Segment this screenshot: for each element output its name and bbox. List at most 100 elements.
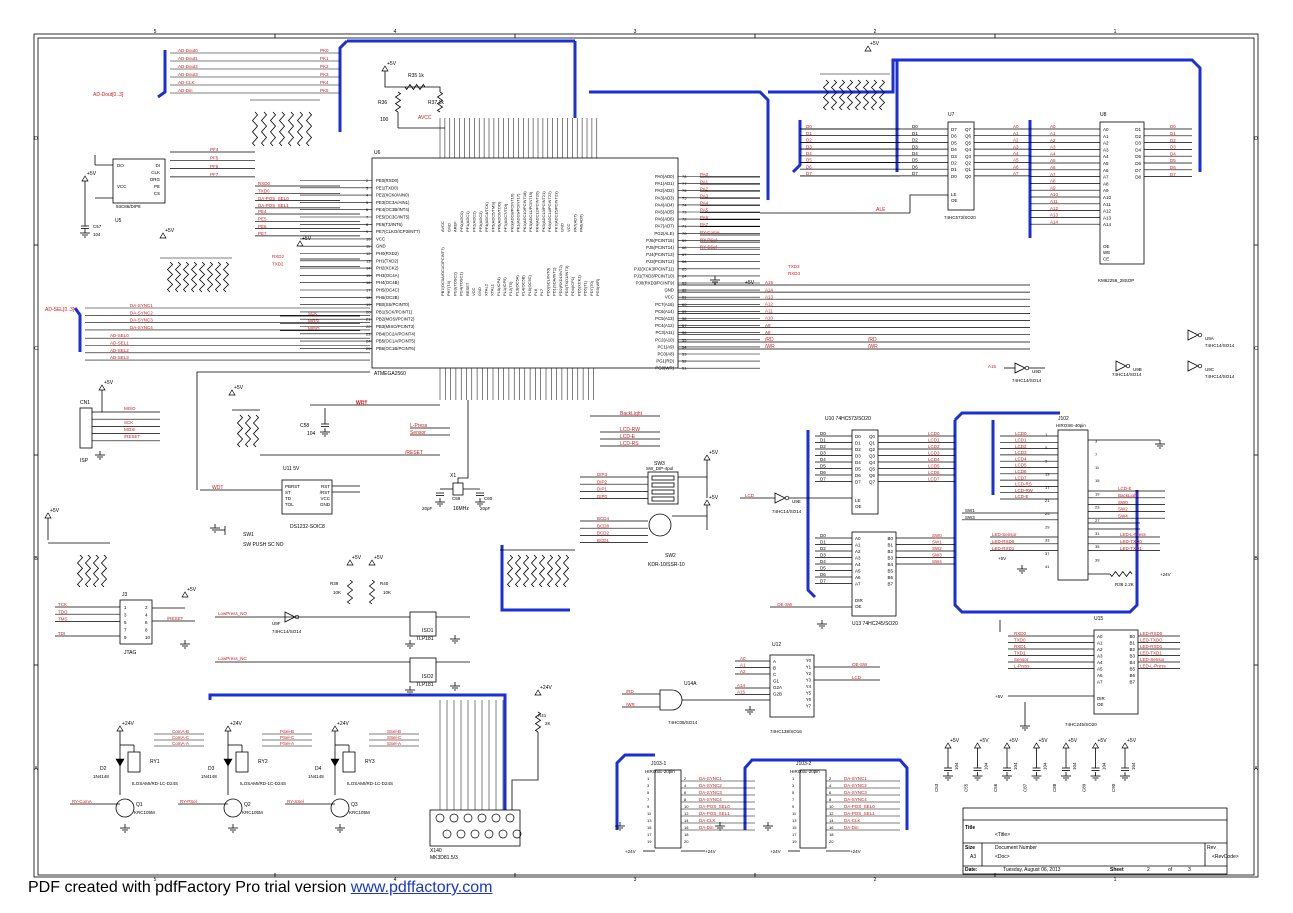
u7-pin-label: D3 [951, 154, 957, 159]
u12-ref: U12 [772, 642, 781, 648]
u11-pin-label: /RST [320, 490, 331, 495]
u8-pin-label: D7 [1135, 168, 1141, 173]
net-label: A14 [1050, 219, 1059, 224]
j103-net-label: DA-SYNC4 [699, 797, 722, 802]
net-label: D0 [820, 533, 826, 538]
net-label: D1 [1170, 131, 1176, 136]
oe-sw-label: OE-SW [777, 602, 793, 607]
r36-resistor [394, 91, 402, 113]
lowpress-nc-label: LowPress_NC [218, 656, 248, 661]
isp-ref: CN1 [80, 400, 90, 406]
u6-bottom-pin-name: XTAL2 [483, 283, 488, 296]
u6-right-pin-num: 63 [682, 281, 687, 286]
net-label: LCD7 [928, 477, 940, 482]
u9b-ref: U9B [1133, 367, 1142, 372]
net-label: A5 [1013, 158, 1019, 163]
ad-net-label: AD-Dout2 [178, 64, 198, 69]
adsel-vcc [159, 232, 167, 239]
u6-bottom-pin-name: PD0(SCL/INT0) [545, 267, 550, 296]
u7-pin-label: Q7 [965, 127, 972, 132]
of-value: 3 [1188, 867, 1191, 873]
switch-pullup [546, 554, 554, 588]
net-label: BCD1 [597, 538, 610, 543]
net-label: LCD5 [1015, 463, 1027, 468]
u6-bottom-pin-name: XTAL1 [490, 283, 495, 296]
u9e-gate [774, 492, 786, 504]
pullup-resistor [251, 111, 259, 147]
u6-right-pin-name: PC7(A15) [655, 302, 674, 307]
power-label: +5V [709, 450, 719, 456]
u11-pin-label: ST [285, 490, 291, 495]
u6-right-pin-num: 58 [682, 316, 687, 321]
u6-bottom-pin-name: PD7(T0) [589, 280, 594, 296]
border-letter: B [1254, 556, 1258, 562]
u8-pin-label: A7 [1103, 175, 1109, 180]
j102-pin-num: 39 [1095, 557, 1100, 562]
relay-24v [224, 725, 232, 732]
net-label: BackLight [1118, 493, 1139, 498]
jtag-pin-label: 1 [124, 605, 127, 610]
u8-pin-label: D5 [1135, 154, 1141, 159]
net-label: D7 [820, 579, 826, 584]
net-label: TDO [58, 609, 68, 614]
relay-net-label: PSel-C [280, 735, 295, 740]
j102-pin-num: 1 [1045, 432, 1048, 437]
u7-pullup-vcc [864, 45, 872, 52]
u6-right-pin-num: 64 [682, 273, 687, 278]
inverter-bubble [784, 495, 790, 501]
net-label: A0 [740, 656, 746, 661]
u6-top-pin-name: PF3(ADC3) [478, 211, 483, 232]
switch-pullup [522, 554, 530, 588]
border-number: 5 [154, 29, 157, 35]
relay-24v [331, 725, 339, 732]
u13-pin-label: A7 [855, 582, 861, 587]
sw3-part: SW_DIP-4pol [646, 466, 673, 471]
u6-left-pin-num: 24 [366, 339, 371, 344]
r40-ref: R40 [380, 581, 389, 586]
pullup-resistor [278, 111, 286, 147]
j103-pin-num: 7 [792, 797, 795, 802]
wire [511, 732, 539, 810]
power-label: +24V [230, 721, 242, 727]
u7-pin-label: D0 [951, 174, 957, 179]
x140-pin [505, 813, 515, 823]
r39-value: 10K [333, 590, 341, 595]
net-label: A8 [1050, 179, 1056, 184]
net-label: TXD2 [272, 262, 284, 267]
u7-pin-label: D7 [951, 127, 957, 132]
j103-ref: J103-1 [651, 761, 667, 767]
u13-pin-label: B6 [887, 575, 893, 580]
u6-left-pin-name: PH0(RXD2) [376, 251, 399, 256]
net-label: LED-TXD1 [1120, 546, 1142, 551]
j103-pin-num: 19 [647, 839, 652, 844]
border-number: 3 [634, 29, 637, 35]
net-label: A7 [1050, 172, 1056, 177]
ad-dout-bus [157, 50, 167, 99]
u12-out-pin: Y0 [806, 658, 812, 663]
j102-bus-top [953, 411, 1060, 422]
j103-net-label: DA-POS_SEL0 [844, 804, 875, 809]
power-label: +5V [374, 555, 384, 561]
u6-left-pin-name: PH4(OC4B) [376, 280, 399, 285]
u6-bottom-pin-name: PL1(ICP5) [502, 277, 507, 296]
decap-ref: C55 [964, 783, 969, 792]
j103-pin-num: 10 [829, 804, 834, 809]
adsel-net-label: AD-SEL3 [110, 355, 129, 360]
j103-pin-num: 7 [647, 797, 650, 802]
j103-net-label: DA-POS_SEL0 [699, 804, 730, 809]
u6-right-pin-name: PC3(A11) [655, 330, 674, 335]
net-label: DIP0 [597, 494, 608, 499]
u13-pin-label: A4 [855, 562, 861, 567]
inner-border [37, 37, 1255, 876]
u15-pin-label: B5 [1129, 667, 1135, 672]
footer-link[interactable]: www.pdffactory.com [350, 879, 493, 896]
u6-right-pin-name: PA3(AD3) [655, 195, 675, 200]
u9a-ref: U9A [1205, 336, 1214, 341]
x140-pin [484, 829, 494, 839]
j103-24v: +24V [625, 849, 636, 854]
inverter-bubble [1197, 332, 1203, 338]
u6-left-pin-num: 4 [366, 193, 369, 198]
u6-bottom-pin-name: PL3(OC5A) [514, 275, 519, 296]
u6-right-pin-name: PA6(AD6) [655, 217, 675, 222]
net-label: DIP2 [597, 479, 608, 484]
